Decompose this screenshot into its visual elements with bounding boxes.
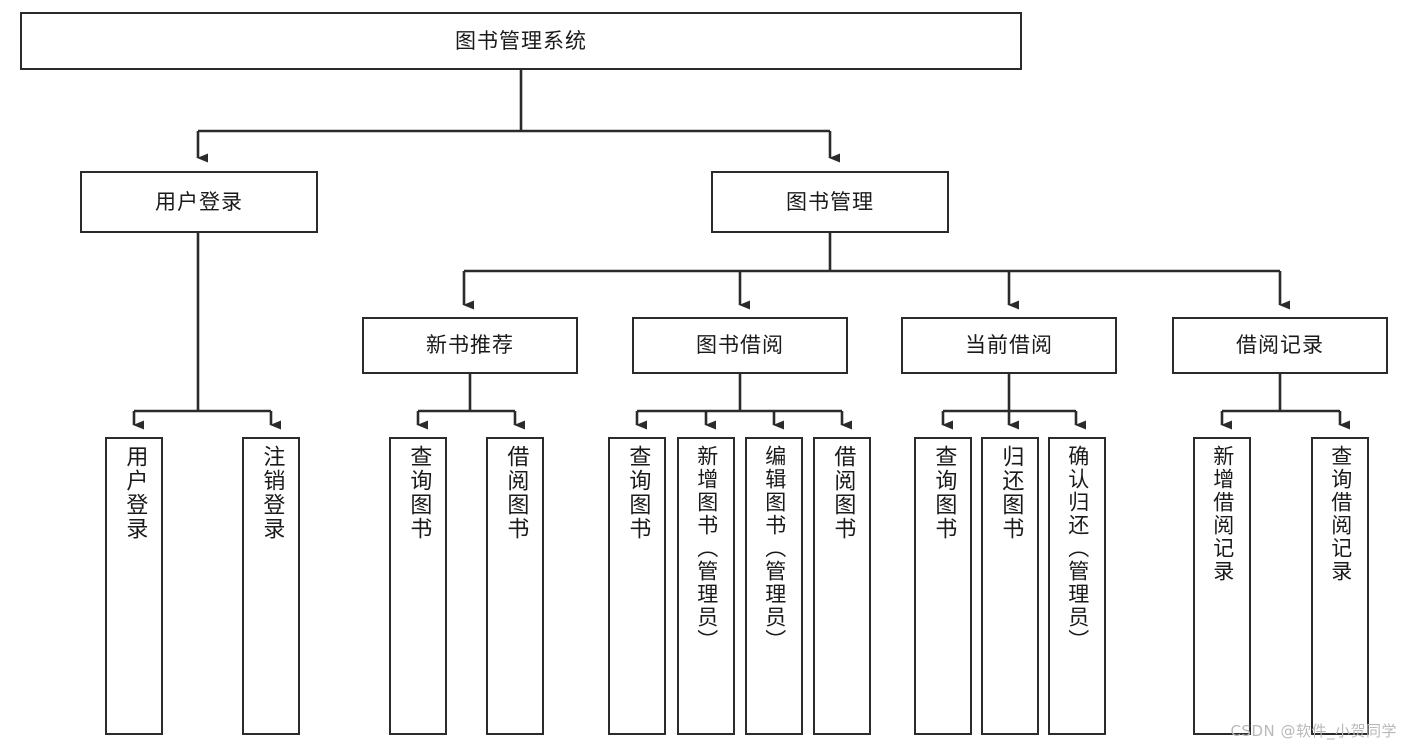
node-new-book-recommend-label: 新书推荐: [426, 333, 514, 358]
leaf-logout-login-label: 注销登录: [259, 445, 285, 541]
leaf-add-record[interactable]: 新增借阅记录: [1193, 437, 1251, 735]
leaf-borrow-book-2-label: 借阅图书: [830, 445, 856, 541]
leaf-query-record-label: 查询借阅记录: [1328, 445, 1353, 583]
node-root-label: 图书管理系统: [455, 28, 587, 53]
leaf-return-book[interactable]: 归还图书: [981, 437, 1039, 735]
node-book-borrow-label: 图书借阅: [696, 333, 784, 358]
leaf-query-record[interactable]: 查询借阅记录: [1311, 437, 1369, 735]
node-book-manage-label: 图书管理: [786, 189, 874, 214]
node-borrow-record[interactable]: 借阅记录: [1172, 317, 1388, 374]
leaf-logout-login[interactable]: 注销登录: [242, 437, 300, 735]
leaf-borrow-book-2[interactable]: 借阅图书: [813, 437, 871, 735]
leaf-confirm-return[interactable]: 确认归还（管理员）: [1048, 437, 1106, 735]
leaf-query-book-3-label: 查询图书: [931, 445, 957, 541]
leaf-query-book-1-label: 查询图书: [406, 445, 432, 541]
node-book-manage[interactable]: 图书管理: [711, 171, 949, 233]
leaf-user-login-label: 用户登录: [122, 445, 148, 541]
leaf-borrow-book-1-label: 借阅图书: [503, 445, 529, 541]
node-borrow-record-label: 借阅记录: [1236, 333, 1324, 358]
leaf-edit-book[interactable]: 编辑图书（管理员）: [745, 437, 803, 735]
leaf-borrow-book-1[interactable]: 借阅图书: [486, 437, 544, 735]
leaf-query-book-1[interactable]: 查询图书: [389, 437, 447, 735]
leaf-edit-book-label: 编辑图书（管理员）: [762, 445, 787, 652]
node-current-borrow[interactable]: 当前借阅: [901, 317, 1117, 374]
node-user-login[interactable]: 用户登录: [80, 171, 318, 233]
node-current-borrow-label: 当前借阅: [965, 333, 1053, 358]
node-book-borrow[interactable]: 图书借阅: [632, 317, 848, 374]
leaf-return-book-label: 归还图书: [998, 445, 1024, 541]
leaf-user-login[interactable]: 用户登录: [105, 437, 163, 735]
node-new-book-recommend[interactable]: 新书推荐: [362, 317, 578, 374]
leaf-add-book-label: 新增图书（管理员）: [694, 445, 719, 652]
node-root[interactable]: 图书管理系统: [20, 12, 1022, 70]
leaf-query-book-2[interactable]: 查询图书: [608, 437, 666, 735]
leaf-query-book-3[interactable]: 查询图书: [914, 437, 972, 735]
leaf-add-record-label: 新增借阅记录: [1210, 445, 1235, 583]
leaf-confirm-return-label: 确认归还（管理员）: [1065, 445, 1090, 652]
node-user-login-label: 用户登录: [155, 189, 243, 214]
leaf-query-book-2-label: 查询图书: [625, 445, 651, 541]
leaf-add-book[interactable]: 新增图书（管理员）: [677, 437, 735, 735]
csdn-watermark: CSDN @软件_小贺同学: [1230, 722, 1397, 740]
